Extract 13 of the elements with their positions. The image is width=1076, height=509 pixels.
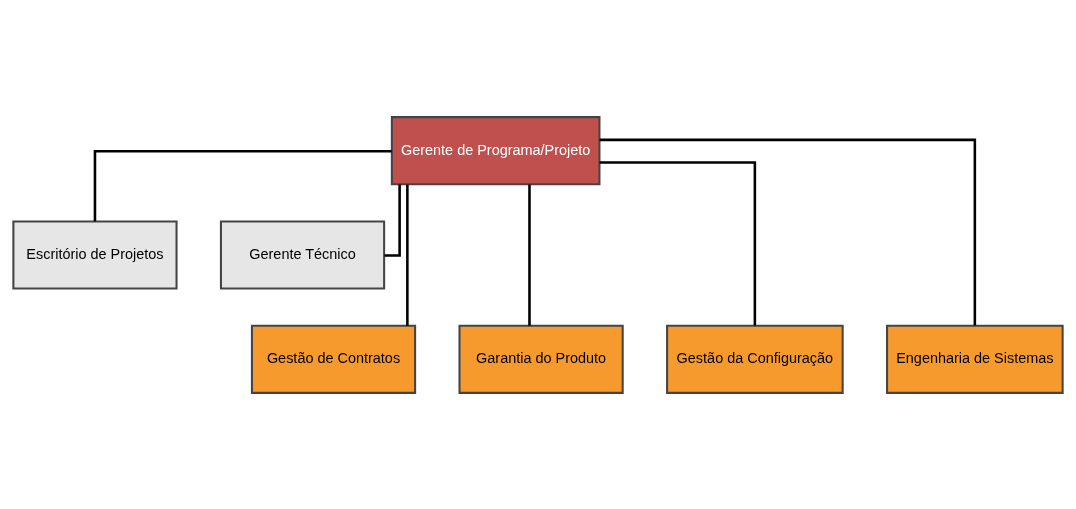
node-box: Gerente Técnico	[219, 219, 386, 290]
connector	[599, 138, 977, 325]
connector	[384, 183, 401, 257]
connector	[528, 184, 531, 326]
connector	[599, 160, 757, 325]
node-box: Escritório de Projetos	[12, 219, 178, 290]
node-box: Gestão da Configuração	[666, 324, 844, 394]
node-box: Gerente de Programa/Projeto	[390, 115, 601, 185]
node-box: Garantia do Produto	[458, 324, 624, 394]
connector	[406, 184, 409, 326]
node-box: Gestão de Contratos	[250, 324, 417, 394]
node-box: Engenharia de Sistemas	[886, 324, 1064, 394]
connector	[93, 149, 392, 221]
